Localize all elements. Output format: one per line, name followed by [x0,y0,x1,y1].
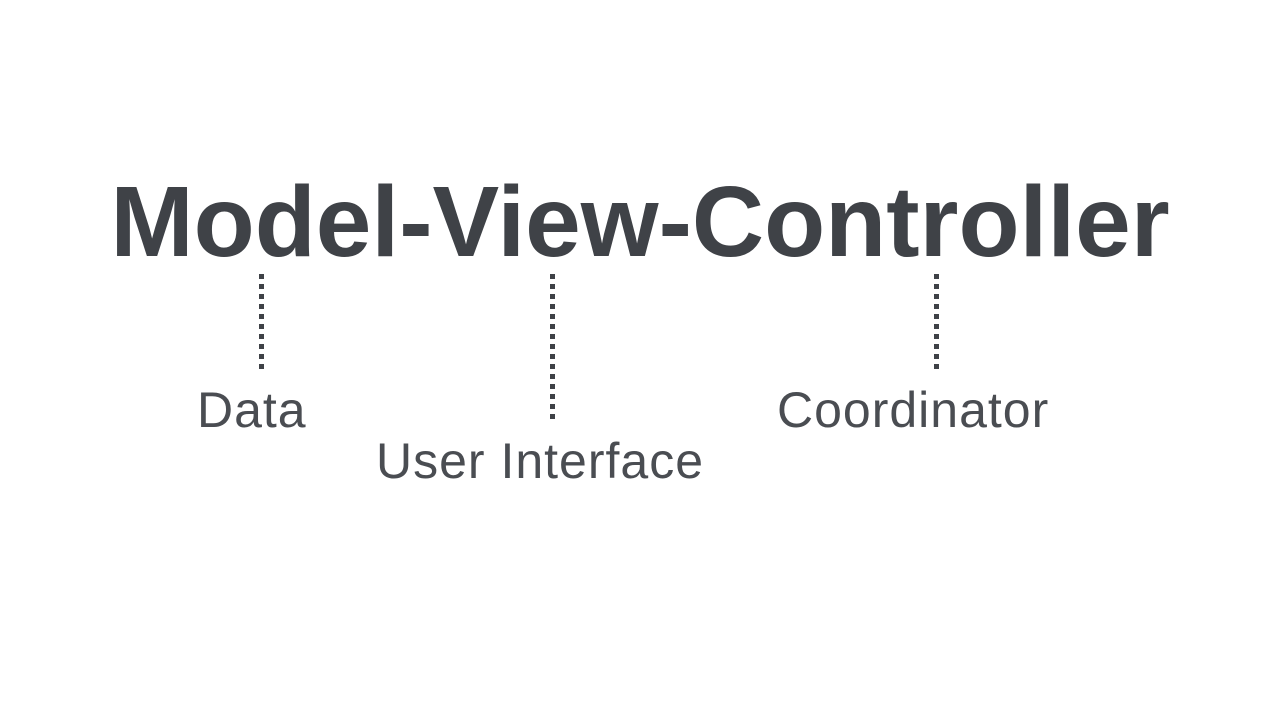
annotation-label-view: User Interface [376,433,705,489]
slide-title: Model-View-Controller [110,166,1170,278]
dotted-connector-controller [934,274,939,369]
dotted-connector-view [550,274,555,419]
annotation-label-model: Data [197,382,307,438]
annotation-label-controller: Coordinator [777,382,1050,438]
dotted-connector-model [259,274,264,369]
